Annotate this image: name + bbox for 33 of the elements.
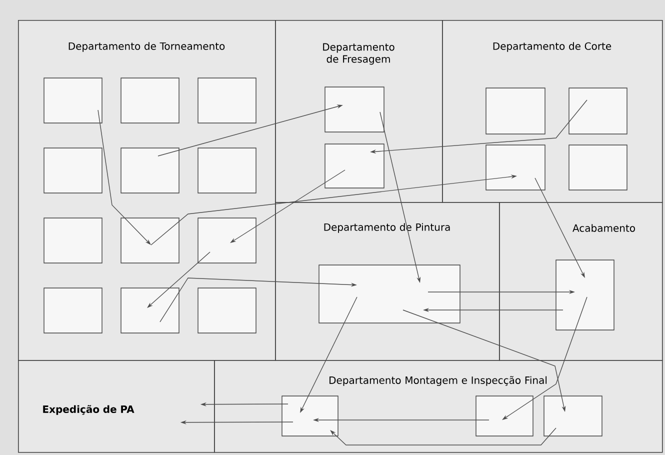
machine-box: [476, 396, 534, 436]
arrow: [98, 110, 151, 245]
department-region: Departamento de Pintura: [275, 202, 500, 361]
machine-box: [556, 260, 614, 330]
machine-box: [44, 78, 102, 124]
machine-box: [198, 148, 256, 194]
machine-box: [324, 144, 384, 188]
machine-box: [198, 288, 256, 334]
machine-box: [120, 218, 180, 264]
machine-box: [282, 396, 338, 436]
machine-box: [120, 148, 180, 194]
department-region: Departamento de Fresagem: [275, 20, 443, 203]
department-region: Departamento Montagem e Inspecção Final: [214, 360, 663, 453]
machine-box: [486, 88, 546, 134]
machine-box: [44, 288, 102, 334]
machine-box: [198, 218, 256, 264]
machine-box: [198, 78, 256, 124]
machine-box: [324, 86, 384, 132]
machine-box: [120, 288, 180, 334]
department-region: Departamento de Corte: [442, 20, 663, 203]
machine-box: [568, 144, 628, 190]
machine-box: [544, 396, 602, 436]
department-region: Expedição de PA: [18, 360, 215, 453]
machine-box: [120, 78, 180, 124]
machine-box: [568, 88, 628, 134]
machine-box: [318, 264, 460, 324]
machine-box: [44, 218, 102, 264]
arrow: [147, 252, 210, 308]
arrow: [330, 428, 556, 446]
department-region: Departamento de Torneamento: [18, 20, 276, 361]
machine-box: [486, 144, 546, 190]
department-region: Acabamento: [499, 202, 663, 361]
machine-box: [44, 148, 102, 194]
